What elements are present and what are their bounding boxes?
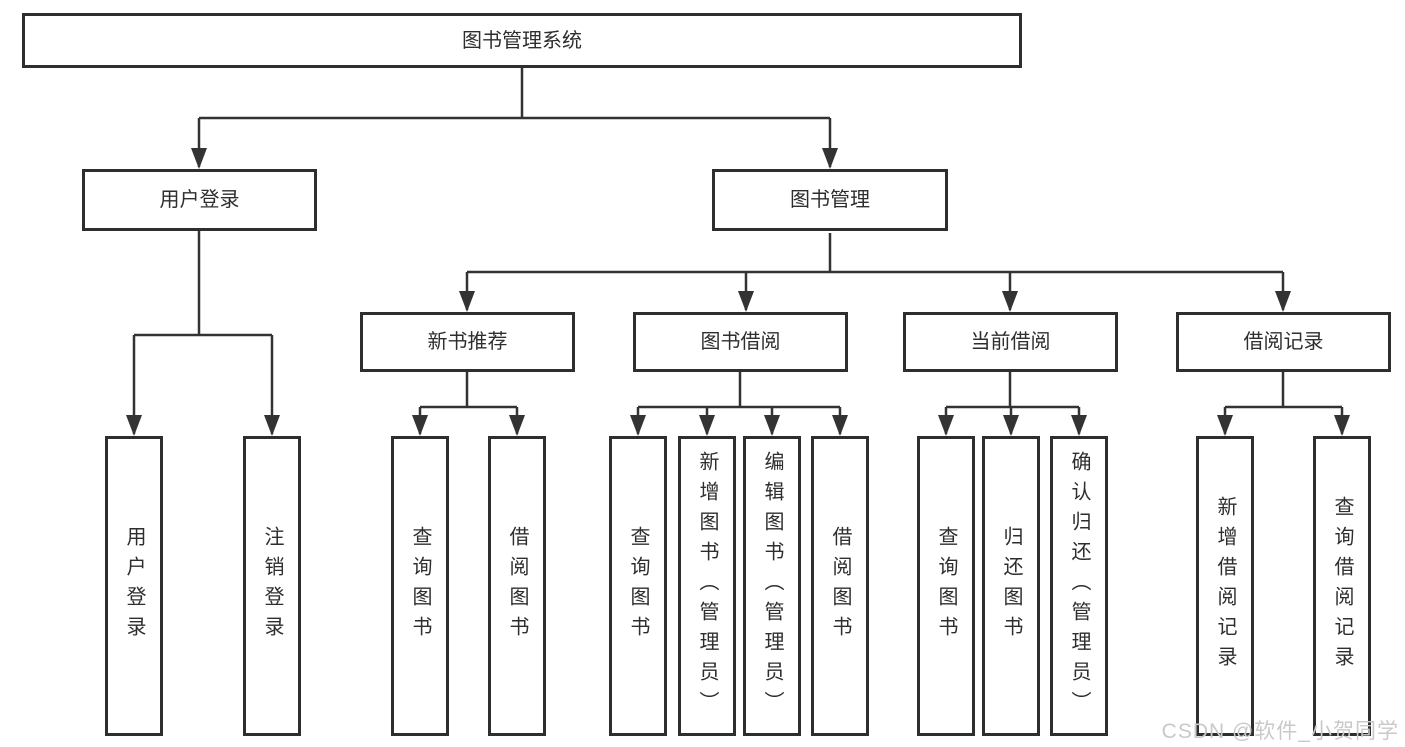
leaf-borrowing-query-books: 查询图书 xyxy=(609,436,667,736)
node-new-book-recommend: 新书推荐 xyxy=(360,312,575,372)
leaf-borrowing-borrow-books: 借阅图书 xyxy=(811,436,869,736)
csdn-watermark: CSDN @软件_小贺同学 xyxy=(1161,720,1399,743)
leaf-user-login: 用户登录 xyxy=(105,436,163,736)
node-current-borrowing: 当前借阅 xyxy=(903,312,1118,372)
leaf-recommend-borrow-books: 借阅图书 xyxy=(488,436,546,736)
node-borrowing-records: 借阅记录 xyxy=(1176,312,1391,372)
leaf-borrowing-edit-books-admin: 编辑图书（管理员） xyxy=(743,436,801,736)
leaf-records-query-record: 查询借阅记录 xyxy=(1313,436,1371,736)
node-book-borrowing: 图书借阅 xyxy=(633,312,848,372)
node-user-login: 用户登录 xyxy=(82,169,317,231)
leaf-records-add-record: 新增借阅记录 xyxy=(1196,436,1254,736)
leaf-current-query-books: 查询图书 xyxy=(917,436,975,736)
leaf-logout: 注销登录 xyxy=(243,436,301,736)
leaf-current-confirm-return-admin: 确认归还（管理员） xyxy=(1050,436,1108,736)
leaf-borrowing-add-books-admin: 新增图书（管理员） xyxy=(678,436,736,736)
node-root: 图书管理系统 xyxy=(22,13,1022,68)
leaf-current-return-books: 归还图书 xyxy=(982,436,1040,736)
leaf-recommend-query-books: 查询图书 xyxy=(391,436,449,736)
node-book-management: 图书管理 xyxy=(712,169,948,231)
